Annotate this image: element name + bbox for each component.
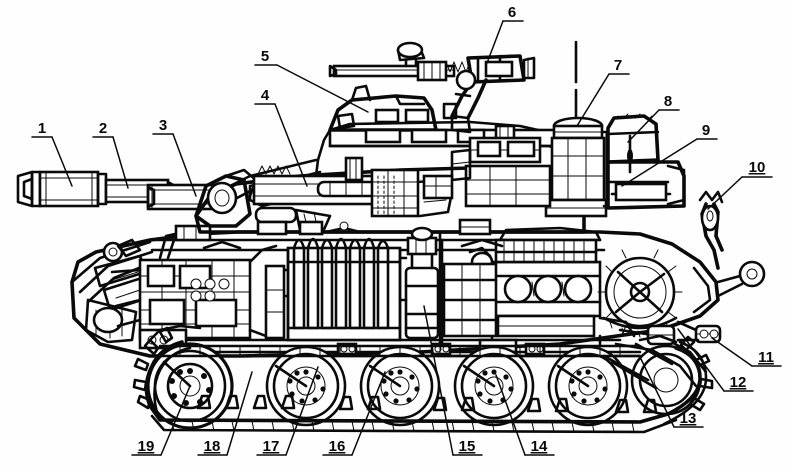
- callout-14: 14: [495, 374, 555, 456]
- callout-15: 15: [423, 305, 483, 456]
- leader-line-4: [274, 103, 308, 187]
- leader-line-9: [621, 138, 698, 187]
- callout-number-5: 5: [261, 48, 269, 65]
- turret-rear-stowage: [602, 113, 686, 210]
- callout-number-1: 1: [38, 120, 46, 137]
- callout-16: 16: [322, 371, 386, 456]
- leader-line-2: [112, 136, 129, 189]
- leader-line-3: [172, 133, 197, 197]
- callout-10: 10: [707, 159, 773, 210]
- callout-number-13: 13: [680, 410, 697, 427]
- leader-line-5: [276, 64, 369, 113]
- callout-number-18: 18: [204, 438, 221, 455]
- callout-12: 12: [677, 328, 754, 392]
- rear-idler-wheel: [630, 344, 702, 416]
- commander-cupola: [328, 84, 516, 148]
- leader-line-19: [160, 385, 191, 456]
- callout-6: 6: [486, 4, 524, 64]
- callout-18: 18: [197, 371, 253, 456]
- callout-number-4: 4: [261, 87, 270, 104]
- callout-number-14: 14: [531, 438, 548, 455]
- leader-line-10: [707, 176, 743, 210]
- front-glacis-assembly: [70, 238, 156, 344]
- leader-line-15: [423, 305, 454, 456]
- gun-breech-recoil-assembly: [252, 156, 454, 236]
- track-guide-teeth: [196, 394, 658, 414]
- callout-7: 7: [576, 57, 630, 127]
- ammunition-stowage-rack: [264, 237, 402, 342]
- callout-number-9: 9: [702, 122, 710, 139]
- leader-line-13: [639, 356, 675, 428]
- callout-number-8: 8: [664, 93, 672, 110]
- callout-5: 5: [254, 48, 369, 113]
- callout-number-16: 16: [329, 438, 346, 455]
- callout-number-6: 6: [508, 4, 516, 21]
- callout-3: 3: [152, 117, 197, 197]
- callout-17: 17: [256, 366, 319, 456]
- callout-1: 1: [31, 120, 73, 187]
- leader-line-16: [351, 371, 386, 456]
- leader-line-7: [576, 73, 610, 127]
- callout-number-10: 10: [749, 159, 766, 176]
- rear-plate-and-tow-fittings: [676, 190, 766, 344]
- hull-top-fittings: [202, 218, 504, 250]
- callout-number-12: 12: [730, 374, 747, 391]
- callout-11: 11: [711, 337, 782, 367]
- antenna-and-radio: [422, 40, 608, 218]
- track-assembly: [132, 326, 714, 434]
- leader-line-6: [486, 20, 504, 64]
- leader-line-8: [627, 109, 660, 143]
- callout-19: 19: [131, 385, 191, 456]
- leader-line-11: [711, 337, 753, 367]
- leader-line-1: [51, 136, 73, 187]
- final-drive-and-tensioner: [598, 316, 708, 390]
- callout-number-19: 19: [138, 438, 155, 455]
- callout-number-2: 2: [99, 120, 107, 137]
- ammo-rounds: [292, 237, 390, 330]
- leader-line-18: [226, 371, 253, 456]
- callout-9: 9: [621, 122, 718, 187]
- callout-number-11: 11: [758, 349, 774, 366]
- leader-line-14: [495, 374, 526, 456]
- leader-line-12: [677, 328, 725, 392]
- running-gear: [146, 342, 702, 430]
- callout-number-15: 15: [459, 438, 476, 455]
- callout-number-3: 3: [159, 117, 167, 134]
- callout-number-7: 7: [614, 57, 622, 74]
- track-guide-teeth-front: [132, 326, 174, 410]
- callout-number-17: 17: [263, 438, 280, 455]
- callout-13: 13: [639, 356, 704, 428]
- callout-8: 8: [627, 93, 680, 143]
- callout-2: 2: [92, 120, 129, 189]
- fender: [148, 324, 678, 344]
- callout-4: 4: [254, 87, 308, 187]
- cupola-machine-gun: [328, 41, 536, 134]
- fuel-tank-and-center-equipment: [398, 226, 498, 354]
- leader-line-17: [285, 366, 319, 456]
- gun-barrel-assembly: [16, 170, 228, 211]
